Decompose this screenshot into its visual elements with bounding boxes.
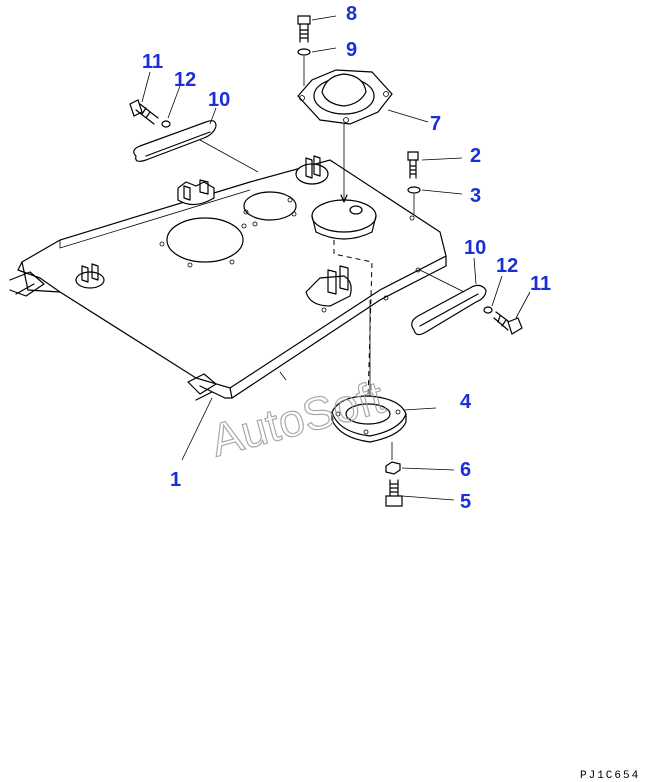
floor-plate xyxy=(9,155,447,401)
center-line-arrow xyxy=(340,194,348,203)
bolt-8 xyxy=(297,15,311,43)
callout-1: 1 xyxy=(170,469,181,491)
hook-left-line xyxy=(199,139,259,173)
callout-10-right: 10 xyxy=(464,237,486,259)
bolt-5 xyxy=(385,479,403,507)
leader-lines xyxy=(141,15,531,501)
lower-mount xyxy=(331,395,407,443)
washer-3 xyxy=(407,186,421,194)
callout-3: 3 xyxy=(470,185,481,207)
hook-left xyxy=(133,120,217,162)
bolt-11-right xyxy=(493,311,523,335)
washer-12-right xyxy=(483,306,493,314)
washer-12-left xyxy=(161,120,171,128)
bracket-left xyxy=(75,263,105,289)
callout-10-left: 10 xyxy=(208,89,230,111)
hook-right xyxy=(411,284,487,336)
callout-7: 7 xyxy=(430,113,441,135)
bracket-rear-left xyxy=(177,179,215,206)
callout-5: 5 xyxy=(460,491,471,513)
drawing-code: PJ1C654 xyxy=(580,770,640,782)
bracket-rear xyxy=(295,155,329,185)
bolt-2 xyxy=(407,151,419,179)
callout-11-right: 11 xyxy=(530,273,551,295)
bracket-front xyxy=(305,265,352,307)
callout-4: 4 xyxy=(460,391,472,413)
hook-right-line xyxy=(419,269,465,293)
bolt-11-left xyxy=(129,99,159,125)
upper-mount xyxy=(297,69,393,125)
callout-2: 2 xyxy=(470,145,481,167)
callout-6: 6 xyxy=(460,459,471,481)
callout-11-left: 11 xyxy=(142,51,163,73)
callout-8: 8 xyxy=(346,3,357,25)
callout-9: 9 xyxy=(346,39,357,61)
washer-9 xyxy=(297,48,311,56)
callout-12-left: 12 xyxy=(174,69,196,91)
callout-12-right: 12 xyxy=(496,255,518,277)
nut-6 xyxy=(385,461,401,475)
